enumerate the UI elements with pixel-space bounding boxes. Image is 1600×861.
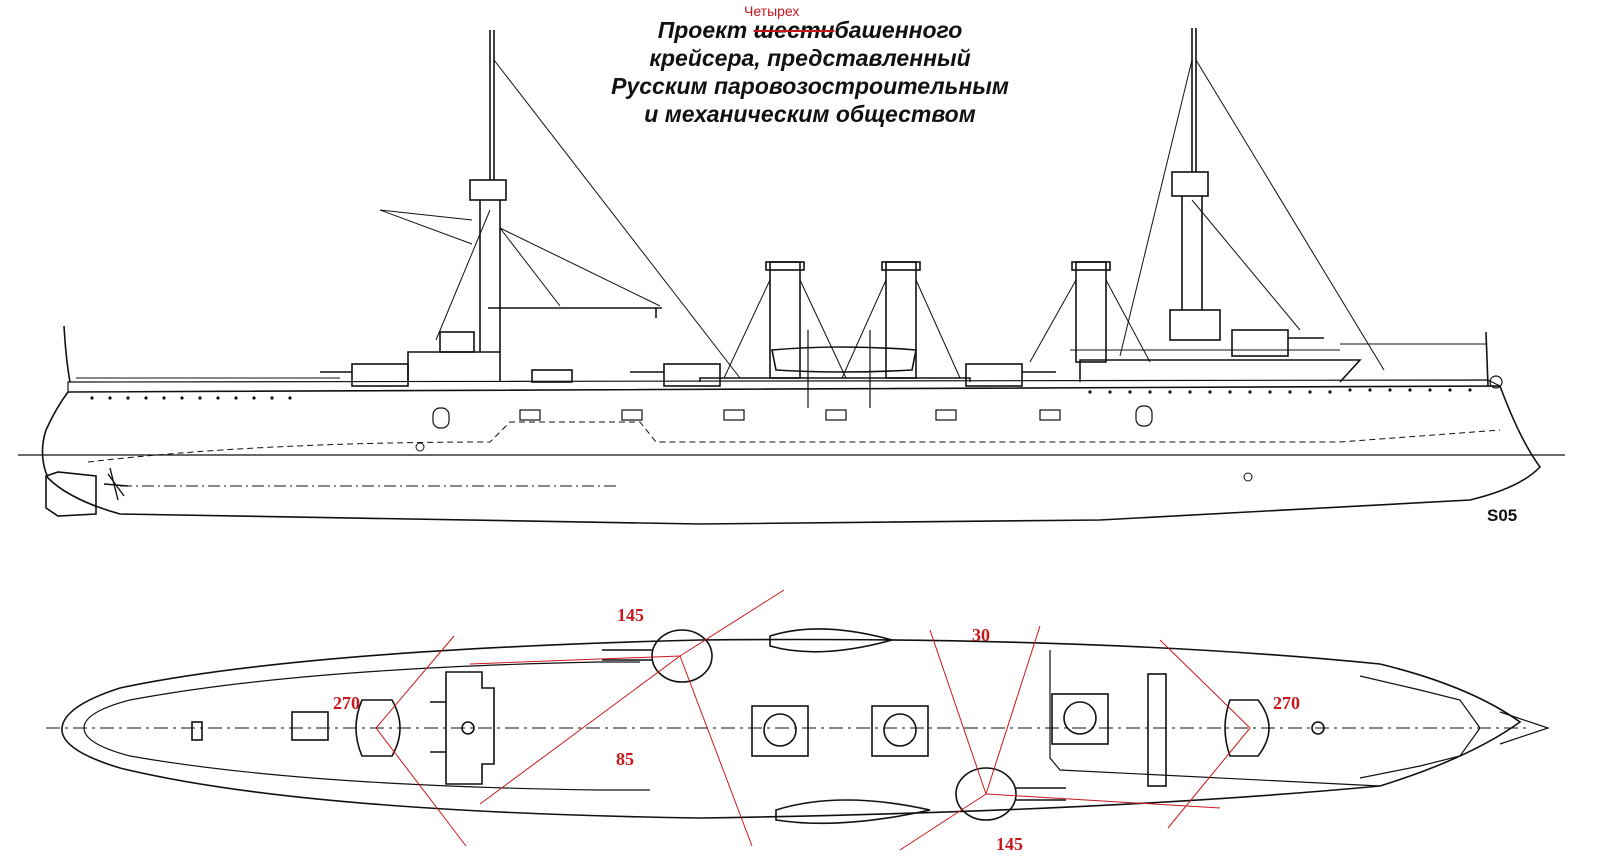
mid-deckhouse: [699, 377, 971, 382]
title-line-4: и механическим обществом: [644, 101, 976, 127]
arc-label-centre: 85: [616, 749, 634, 769]
plan-bow-tip: [1499, 711, 1550, 745]
title-line-2: крейсера, представленный: [649, 45, 971, 71]
plan-funnels: [751, 693, 1109, 757]
side-scuttle-aft: [415, 442, 425, 452]
title-struck-word: шести: [753, 17, 835, 43]
aft-turret-side: [320, 363, 409, 387]
plan-wing-turret-starboard: [955, 767, 1066, 821]
plan-aft-turret: [355, 699, 401, 757]
propeller: [103, 467, 129, 501]
plan-aft-mast-step: [461, 721, 475, 735]
hawse-hole: [1489, 375, 1503, 389]
title-suffix: башенного: [834, 17, 963, 43]
arc-label-middle: 30: [972, 625, 990, 645]
arc-label-stern: 270: [333, 693, 360, 713]
side-profile: [18, 28, 1565, 525]
plan-fore-turret: [1224, 699, 1270, 757]
drawing-title: Проект шестибашенного крейсера, представ…: [560, 16, 1060, 128]
wing-turret-fore-side: [965, 363, 1056, 387]
plan-deck-inner: [129, 661, 650, 791]
aft-bridge: [439, 331, 475, 353]
arc-label-top-left: 145: [617, 605, 644, 625]
plan-view: [46, 628, 1550, 825]
arc-label-bottom-right: 145: [996, 834, 1023, 854]
armor-belt-line: [87, 421, 1501, 463]
side-lights: [432, 405, 1153, 429]
deck-railing: [76, 343, 1486, 379]
plan-wing-turret-port: [602, 629, 713, 683]
arc-label-bow: 270: [1273, 693, 1300, 713]
plan-boat-starboard: [775, 799, 931, 825]
plan-boat-port: [769, 628, 895, 653]
plan-fore-bridge: [1147, 673, 1167, 787]
title-prefix: Проект: [657, 17, 754, 43]
casemate-ports: [519, 409, 1061, 421]
plan-capstan: [191, 721, 203, 741]
aft-deckhouse: [407, 351, 501, 382]
fore-superstructure: [1079, 359, 1362, 383]
funnels: [765, 261, 1111, 379]
deck-line: [67, 379, 1501, 392]
fore-mast: [1119, 28, 1385, 371]
small-deckhouse: [531, 369, 573, 383]
stern-post: [63, 325, 71, 383]
hull-outline: [41, 385, 1542, 525]
title-line-1: Проект шестибашенного: [560, 16, 1060, 44]
plan-anchor-hatch: [1311, 721, 1325, 735]
plan-aft-bridge: [430, 671, 495, 785]
boat-davits: [807, 330, 871, 408]
plan-aft-hatch: [291, 711, 329, 741]
portholes: [90, 388, 1472, 400]
firing-arcs: [375, 589, 1251, 851]
title-correction: Четырех: [744, 3, 800, 19]
plan-hull-outline: [61, 638, 1522, 819]
wing-turret-aft-side: [630, 363, 721, 387]
fore-turret-side: [1231, 329, 1324, 357]
boat-midships: [771, 346, 917, 373]
draughtsman-signature: S05: [1487, 506, 1518, 525]
plan-forecastle: [1049, 650, 1481, 787]
bow-stem: [1485, 331, 1489, 387]
side-scuttle-fore: [1243, 472, 1253, 482]
aft-mast: [379, 30, 741, 379]
title-line-3: Русским паровозостроительным: [611, 73, 1009, 99]
funnel-stays: [723, 279, 1151, 379]
rudder: [45, 471, 97, 517]
